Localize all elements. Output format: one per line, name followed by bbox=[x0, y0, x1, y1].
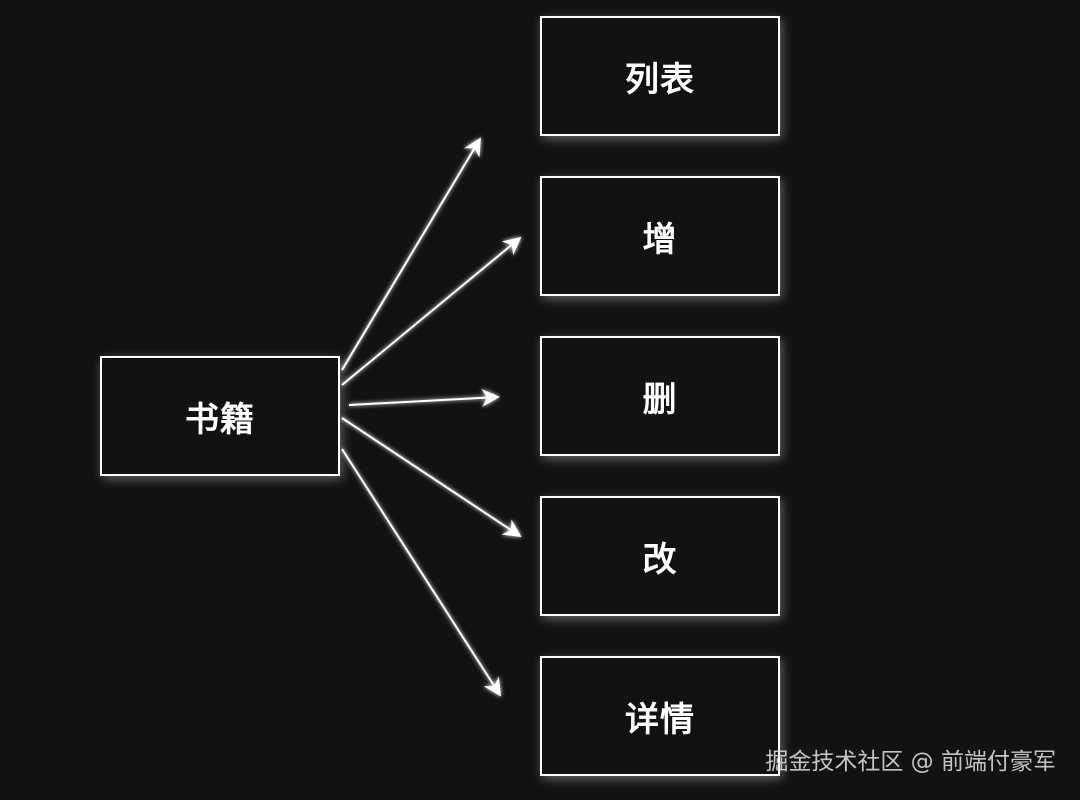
edge-source-to-list bbox=[341, 137, 481, 371]
target-node-edit: 改 bbox=[540, 496, 780, 616]
watermark-text: 掘金技术社区 @ 前端付豪军 bbox=[765, 749, 1056, 775]
target-node-list: 列表 bbox=[540, 16, 780, 136]
source-node-books: 书籍 bbox=[100, 356, 340, 476]
target-node-label: 增 bbox=[642, 219, 678, 260]
target-node-label: 改 bbox=[642, 539, 678, 580]
target-node-label: 列表 bbox=[625, 59, 695, 100]
target-node-add: 增 bbox=[540, 176, 780, 296]
edge-source-to-edit bbox=[341, 417, 522, 537]
target-node-label: 删 bbox=[642, 379, 678, 420]
target-node-delete: 删 bbox=[540, 336, 780, 456]
source-node-label: 书籍 bbox=[185, 399, 255, 440]
edge-source-to-delete bbox=[348, 388, 500, 407]
edge-source-to-add bbox=[341, 236, 522, 386]
target-node-label: 详情 bbox=[625, 699, 695, 740]
edge-source-to-detail bbox=[341, 448, 501, 697]
target-node-detail: 详情 bbox=[540, 656, 780, 776]
